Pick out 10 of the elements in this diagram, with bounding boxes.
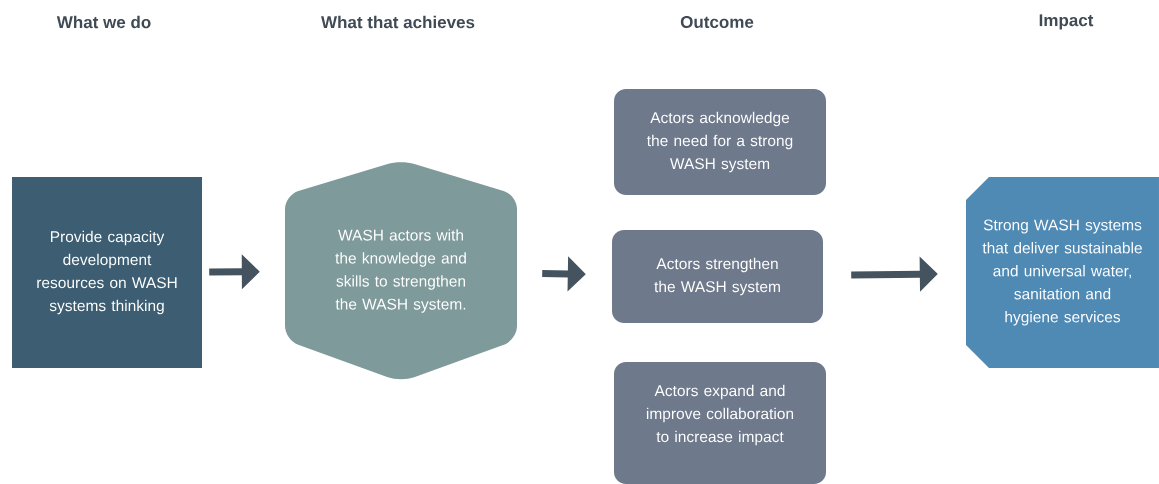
column-heading: What that achieves	[321, 15, 475, 29]
column-heading: Outcome	[680, 16, 754, 28]
outcome-box: Actors acknowledge the need for a strong WASH system	[614, 89, 826, 195]
impact-box: Strong WASH systems that deliver sustainable and universal water, sanitation and hygiene services	[966, 177, 1159, 368]
result-hexagon: WASH actors with the knowledge and skills to strengthen the WASH system.	[285, 162, 517, 380]
column-heading: Impact	[1039, 14, 1094, 30]
outcome-box: Actors strengthen the WASH system	[612, 230, 823, 323]
outcome-box: Actors expand and improve collaboration to increase impact	[614, 362, 826, 484]
process-box: Provide capacity development resources on WASH systems thinking	[12, 177, 202, 368]
column-heading: What we do	[56, 15, 151, 29]
